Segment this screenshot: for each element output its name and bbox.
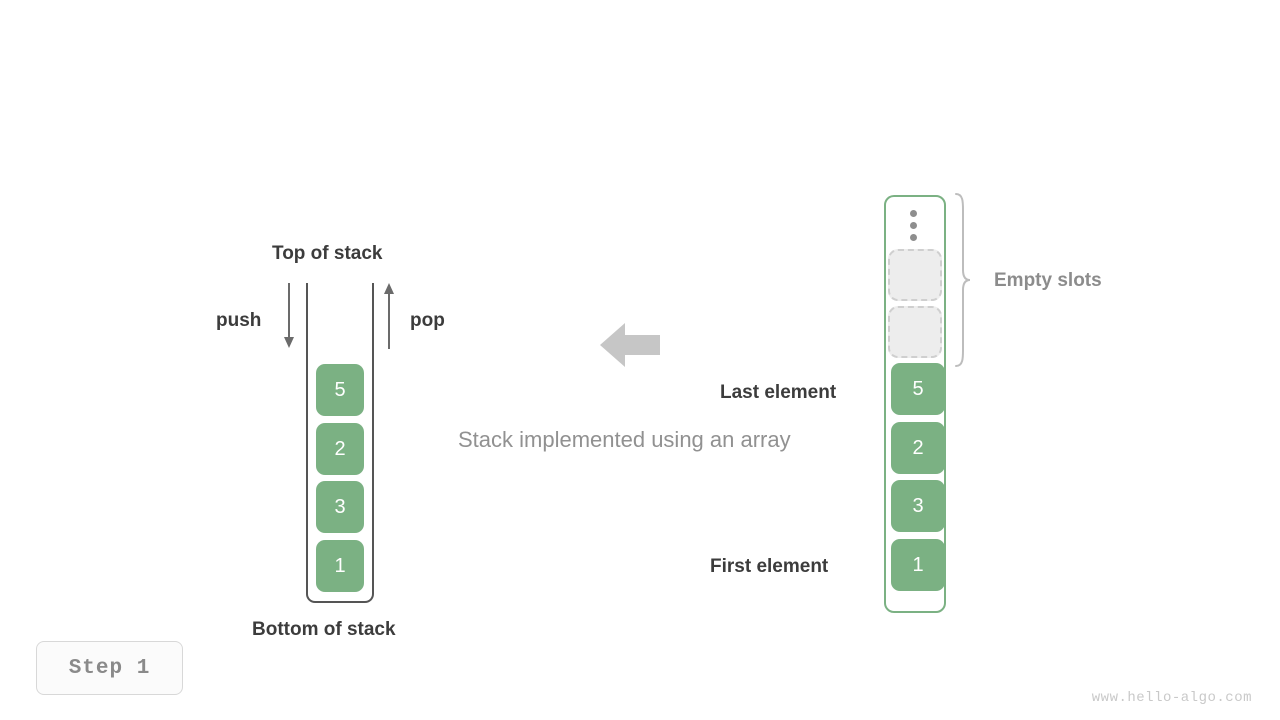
array-diagram-right: 5 2 3 1 Empty slots <box>860 180 1160 620</box>
stack-cell: 5 <box>316 364 364 416</box>
watermark: www.hello-algo.com <box>1091 690 1252 706</box>
array-cell: 2 <box>891 422 945 474</box>
empty-slot <box>888 249 942 301</box>
transition-arrow-icon <box>600 320 660 375</box>
top-of-stack-label: Top of stack <box>272 243 383 264</box>
diagram-caption: Stack implemented using an array <box>458 427 791 452</box>
array-cell: 5 <box>891 363 945 415</box>
stack-cell: 1 <box>316 540 364 592</box>
vertical-ellipsis-icon <box>910 210 918 241</box>
push-label: push <box>216 310 262 331</box>
stack-diagram-left: Top of stack push pop 5 2 3 1 Bottom of … <box>200 180 520 650</box>
stack-cell: 2 <box>316 423 364 475</box>
pop-label: pop <box>410 310 445 331</box>
step-badge: Step 1 <box>36 641 183 695</box>
bottom-of-stack-label: Bottom of stack <box>252 619 396 640</box>
array-cell: 3 <box>891 480 945 532</box>
empty-slots-brace-icon <box>954 192 972 373</box>
stack-cell: 3 <box>316 481 364 533</box>
stack-container <box>306 283 374 603</box>
array-cell: 1 <box>891 539 945 591</box>
empty-slot <box>888 306 942 358</box>
last-element-label: Last element <box>720 382 837 403</box>
push-arrow-icon <box>282 283 296 349</box>
first-element-label: First element <box>710 556 829 577</box>
empty-slots-label: Empty slots <box>994 270 1102 291</box>
step-label: Step 1 <box>68 656 151 680</box>
pop-arrow-icon <box>382 283 396 349</box>
